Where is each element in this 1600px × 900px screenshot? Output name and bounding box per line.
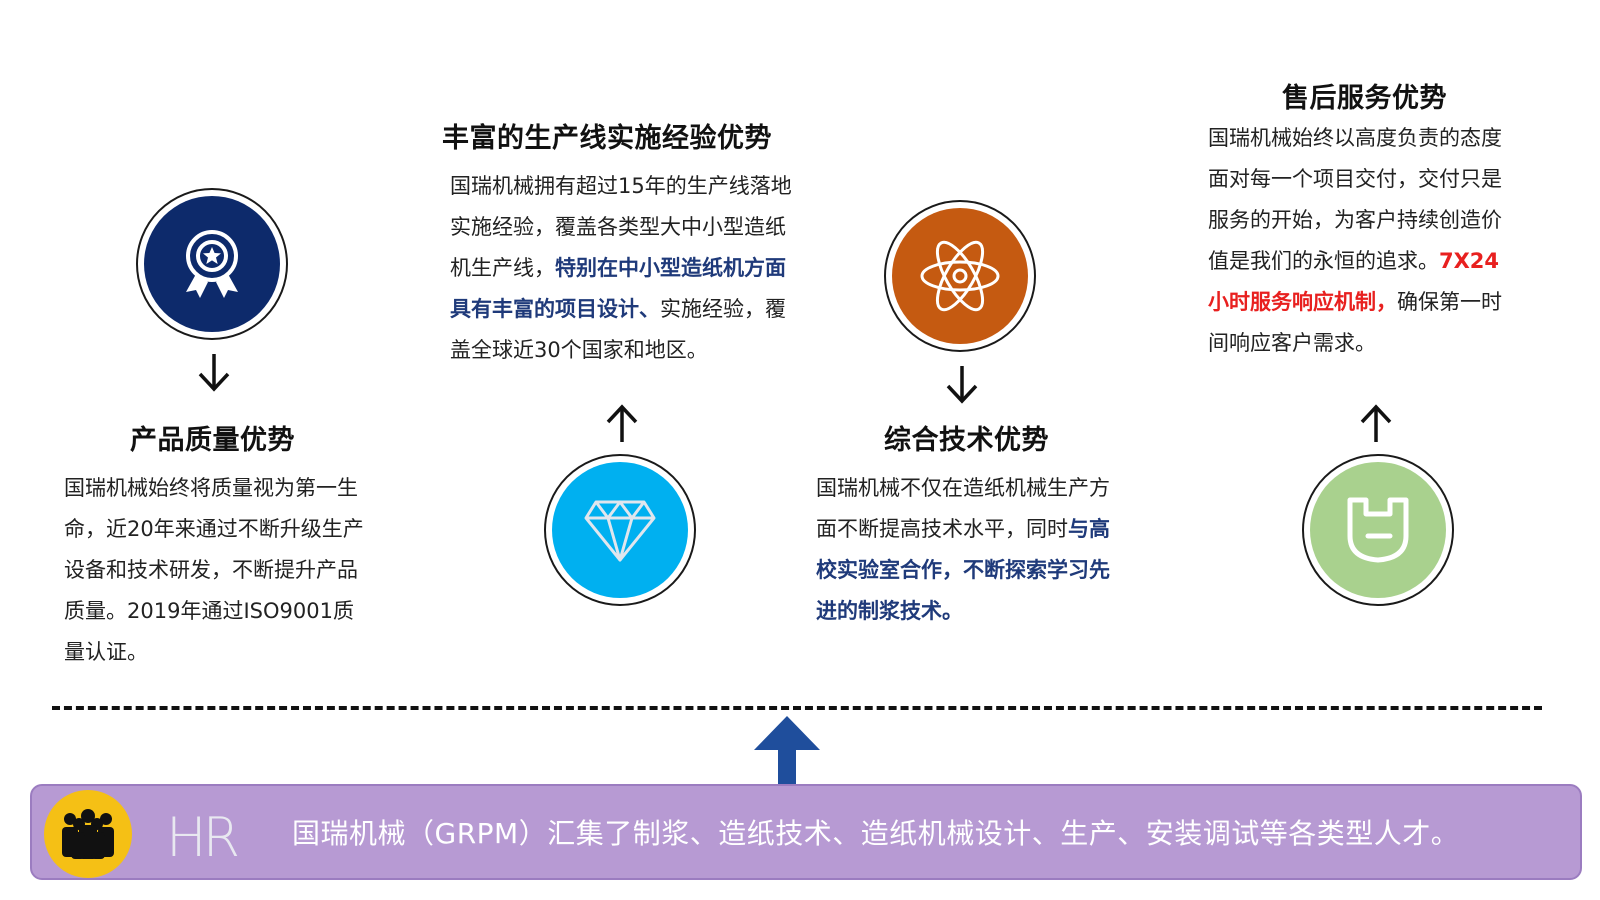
dashed-divider — [52, 706, 1542, 710]
technology-highlight: 与高 — [1068, 517, 1110, 541]
quality-icon-ring — [136, 188, 288, 340]
technology-line: 国瑞机械不仅在造纸机械生产方 — [816, 476, 1110, 500]
technology-icon-ring — [884, 200, 1036, 352]
quality-line: 命，近20年来通过不断升级生产 — [64, 517, 364, 541]
service-icon-ring — [1302, 454, 1454, 606]
service-line: 小时服务响应机制，确保第一时 — [1208, 290, 1502, 314]
banner-text: 国瑞机械（GRPM）汇集了制浆、造纸技术、造纸机械设计、生产、安装调试等各类型人… — [292, 817, 1460, 850]
diamond-icon — [584, 500, 656, 562]
experience-title: 丰富的生产线实施经验优势 — [442, 123, 772, 154]
experience-line: 具有丰富的项目设计、实施经验，覆 — [450, 297, 786, 321]
experience-description: 国瑞机械拥有超过15年的生产线落地 实施经验，覆盖各类型大中小型造纸 机生产线，… — [450, 166, 830, 371]
big-up-arrow-icon — [754, 716, 820, 788]
service-highlight: 小时服务响应机制， — [1208, 290, 1397, 314]
service-line: 值是我们的永恒的追求。7X24 — [1208, 249, 1500, 273]
technology-title: 综合技术优势 — [884, 425, 1049, 456]
service-description: 国瑞机械始终以高度负责的态度 面对每一个项目交付，交付只是 服务的开始，为客户持… — [1208, 118, 1558, 364]
arrow-down-icon — [198, 354, 230, 392]
arrow-up-icon — [1360, 404, 1392, 442]
quality-line: 设备和技术研发，不断提升产品 — [64, 558, 358, 582]
quality-icon-disc — [144, 196, 280, 332]
experience-highlight: 具有丰富的项目设计、 — [450, 297, 660, 321]
arrow-up-icon — [606, 404, 638, 442]
experience-line: 盖全球近30个国家和地区。 — [450, 338, 708, 362]
technology-icon-disc — [892, 208, 1028, 344]
service-line: 国瑞机械始终以高度负责的态度 — [1208, 126, 1502, 150]
experience-line: 实施经验，覆盖各类型大中小型造纸 — [450, 215, 786, 239]
service-title: 售后服务优势 — [1282, 83, 1447, 114]
award-medal-icon — [186, 230, 238, 298]
wrench-icon — [1347, 497, 1409, 563]
service-line: 面对每一个项目交付，交付只是 — [1208, 167, 1502, 191]
arrow-down-icon — [946, 366, 978, 404]
technology-highlight: 进的制浆技术。 — [816, 599, 963, 623]
people-group-icon — [62, 809, 114, 859]
quality-title: 产品质量优势 — [130, 425, 295, 456]
hr-logo: HR — [166, 806, 240, 869]
experience-icon-disc — [552, 462, 688, 598]
experience-highlight: 特别在中小型造纸机方面 — [555, 256, 786, 280]
atom-icon — [920, 240, 1000, 312]
experience-icon-ring — [544, 454, 696, 606]
service-highlight: 7X24 — [1439, 249, 1500, 273]
quality-description: 国瑞机械始终将质量视为第一生 命，近20年来通过不断升级生产 设备和技术研发，不… — [64, 468, 404, 673]
quality-line: 国瑞机械始终将质量视为第一生 — [64, 476, 358, 500]
technology-line: 面不断提高技术水平，同时与高 — [816, 517, 1110, 541]
talent-banner — [30, 784, 1582, 880]
experience-line: 国瑞机械拥有超过15年的生产线落地 — [450, 174, 792, 198]
experience-line: 机生产线，特别在中小型造纸机方面 — [450, 256, 786, 280]
banner-people-badge — [44, 790, 132, 878]
technology-description: 国瑞机械不仅在造纸机械生产方 面不断提高技术水平，同时与高 校实验室合作，不断探… — [816, 468, 1156, 632]
quality-line: 质量。2019年通过ISO9001质 — [64, 599, 354, 623]
technology-highlight: 校实验室合作，不断探索学习先 — [816, 558, 1110, 582]
service-icon-disc — [1310, 462, 1446, 598]
service-line: 服务的开始，为客户持续创造价 — [1208, 208, 1502, 232]
quality-line: 量认证。 — [64, 640, 148, 664]
service-line: 间响应客户需求。 — [1208, 331, 1376, 355]
